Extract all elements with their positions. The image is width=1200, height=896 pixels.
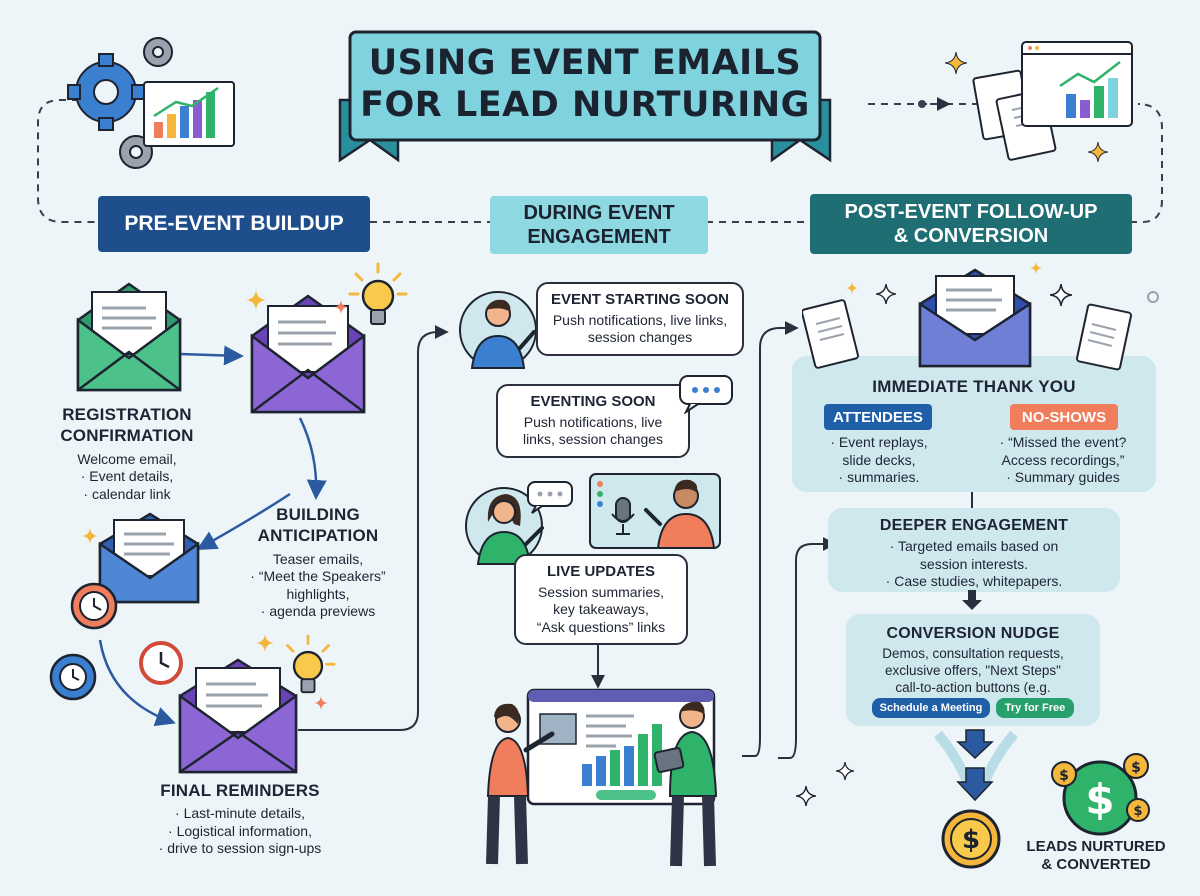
phase-during-event: DURING EVENT ENGAGEMENT bbox=[490, 196, 708, 254]
svg-text:$: $ bbox=[1085, 775, 1114, 824]
clock-icon bbox=[70, 582, 118, 630]
person-icon bbox=[465, 487, 544, 565]
svg-text:$: $ bbox=[1133, 804, 1142, 819]
sparkle-icon bbox=[314, 696, 328, 710]
lightbulb-icon bbox=[286, 634, 336, 694]
deeper-engagement-panel bbox=[828, 508, 1120, 592]
arrow-pre-to-during bbox=[298, 325, 449, 731]
arrow-down-icon bbox=[962, 590, 982, 610]
sparkle-icon bbox=[836, 762, 854, 780]
no-shows-details: · “Missed the event? Access recordings,”… bbox=[999, 434, 1127, 485]
sparkle-icon bbox=[256, 634, 274, 652]
event-starting-soon-bubble: EVENT STARTING SOON Push notifications, … bbox=[536, 282, 744, 356]
phase-post-event: POST-EVENT FOLLOW-UP & CONVERSION bbox=[810, 194, 1132, 254]
sparkle-icon bbox=[246, 290, 266, 310]
no-shows-label: NO-SHOWS bbox=[1010, 404, 1118, 430]
gears-and-chart-illustration bbox=[67, 37, 235, 169]
document-icon bbox=[1076, 303, 1132, 371]
video-call-window bbox=[589, 473, 721, 549]
arrow-anticipation-down bbox=[298, 417, 327, 500]
svg-text:$: $ bbox=[962, 825, 980, 855]
clock-icon bbox=[139, 641, 183, 685]
dollar-coin-icon: $ bbox=[941, 809, 1001, 869]
envelope-icon bbox=[250, 294, 366, 414]
svg-text:$: $ bbox=[1059, 768, 1069, 784]
chart-icon bbox=[143, 81, 235, 147]
sparkle-icon bbox=[1147, 291, 1159, 303]
schedule-meeting-button[interactable]: Schedule a Meeting bbox=[872, 698, 990, 718]
envelope-icon bbox=[178, 658, 298, 774]
money-bag-illustration: $ $ $ $ bbox=[1051, 753, 1150, 836]
final-reminders: FINAL REMINDERS · Last-minute details, ·… bbox=[158, 781, 322, 857]
sparkle-icon bbox=[945, 52, 967, 74]
presentation-illustration bbox=[486, 688, 718, 867]
arrow-registration-to-anticipation bbox=[179, 345, 244, 366]
live-updates-bubble: LIVE UPDATES Session summaries, key take… bbox=[514, 554, 688, 646]
envelope-icon bbox=[76, 282, 182, 392]
try-for-free-button[interactable]: Try for Free bbox=[996, 698, 1074, 718]
immediate-thank-you-heading: IMMEDIATE THANK YOU bbox=[872, 377, 1076, 396]
sparkle-icon bbox=[82, 528, 98, 544]
arrow-to-reminders bbox=[98, 639, 176, 727]
sparkle-icon bbox=[1050, 284, 1072, 306]
sparkle-icon bbox=[334, 300, 348, 314]
dollar-coin-icon: $ bbox=[1126, 798, 1150, 822]
gear-icon bbox=[49, 653, 97, 701]
conversion-nudge: CONVERSION NUDGE Demos, consultation req… bbox=[882, 625, 1064, 695]
sparkle-icon bbox=[1088, 142, 1108, 162]
chart-icon bbox=[1021, 41, 1133, 127]
eventing-soon-bubble: EVENTING SOON Push notifications, live l… bbox=[496, 384, 690, 458]
svg-text:$: $ bbox=[1131, 760, 1141, 776]
microphone-icon bbox=[611, 497, 635, 535]
funnel-arrows bbox=[934, 729, 1018, 802]
person-icon bbox=[459, 291, 537, 369]
chat-bubble-icon bbox=[527, 481, 573, 514]
gear-icon bbox=[143, 37, 173, 67]
deeper-engagement: DEEPER ENGAGEMENT · Targeted emails base… bbox=[879, 517, 1069, 589]
document-icon bbox=[802, 299, 859, 369]
gear-icon bbox=[67, 53, 145, 131]
leads-nurtured-result: LEADS NURTURED & CONVERTED bbox=[1026, 838, 1166, 873]
sparkle-icon bbox=[796, 786, 816, 806]
lightbulb-icon bbox=[348, 262, 408, 325]
envelope-icon bbox=[70, 512, 200, 630]
chat-bubble-icon bbox=[679, 375, 733, 414]
dollar-coin-icon: $ bbox=[1123, 753, 1149, 779]
sparkle-icon bbox=[846, 282, 858, 294]
arrow-to-anticipation-envelope bbox=[196, 492, 291, 550]
sparkle-icon bbox=[1030, 262, 1042, 274]
registration-confirmation: REGISTRATION CONFIRMATION Welcome email,… bbox=[60, 405, 194, 502]
dollar-coin-icon: $ bbox=[1051, 761, 1077, 787]
documents-and-analytics-illustration bbox=[972, 41, 1133, 161]
phase-pre-event: PRE-EVENT BUILDUP bbox=[98, 196, 370, 252]
dashed-loop-connector bbox=[37, 99, 118, 223]
title-banner bbox=[338, 30, 832, 163]
arrow-during-to-post bbox=[742, 321, 799, 757]
page-title: USING EVENT EMAILS FOR LEAD NURTURING bbox=[360, 43, 810, 125]
attendees-details: · Event replays, slide decks, · summarie… bbox=[830, 434, 928, 485]
sparkle-icon bbox=[876, 284, 896, 304]
building-anticipation: BUILDING ANTICIPATION Teaser emails, · “… bbox=[250, 505, 386, 619]
envelope-icon bbox=[918, 268, 1032, 368]
attendees-label: ATTENDEES bbox=[824, 404, 932, 430]
